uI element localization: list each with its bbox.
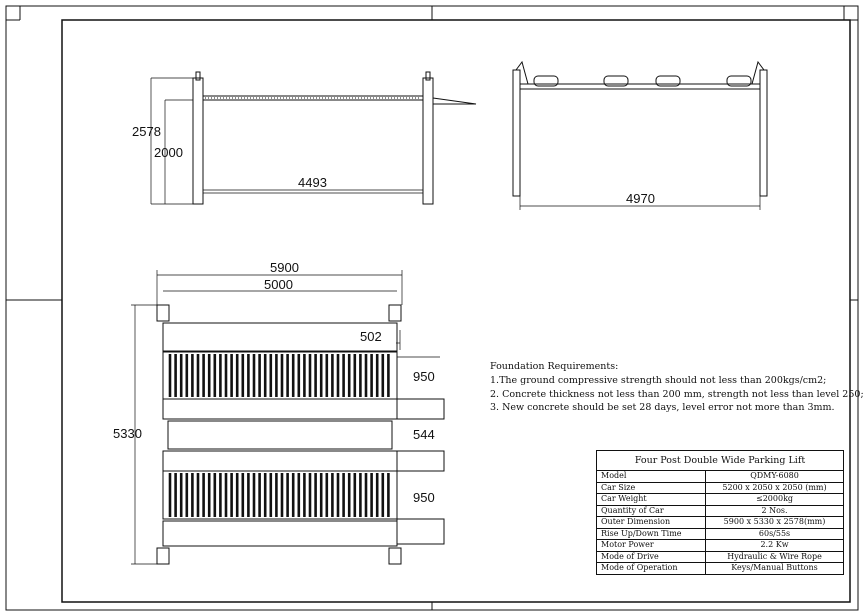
inner-frame [61, 19, 851, 603]
side-post-left [192, 77, 204, 205]
spec-value: 5200 x 2050 x 2050 (mm) [705, 481, 844, 494]
dim-plan-total-width: 5330 [113, 426, 142, 441]
dim-plan-runway-upper: 950 [413, 369, 435, 384]
side-ramp [432, 97, 477, 105]
table-row: Car Weight≤2000kg [595, 493, 844, 506]
spec-label: Rise Up/Down Time [595, 527, 707, 540]
plan-drip-tray [167, 420, 393, 450]
plan-post-tr [388, 304, 402, 322]
dim-front-width: 4970 [626, 191, 655, 206]
dim-plan-post-offset: 502 [360, 329, 382, 344]
spec-value: 2.2 Kw [705, 539, 844, 552]
frame-ticks [6, 6, 858, 610]
spec-label: Model [595, 470, 707, 483]
spec-value: Hydraulic & Wire Rope [705, 550, 844, 563]
side-post-right [422, 77, 434, 205]
spec-label: Mode of Drive [595, 550, 707, 563]
spec-label: Mode of Operation [595, 562, 707, 575]
foundation-item: 3. New concrete should be set 28 days, l… [490, 402, 835, 413]
plan-beam-bottom [162, 520, 398, 547]
spec-label: Car Size [595, 481, 707, 494]
front-wheel-3 [655, 75, 681, 87]
plan-post-tl [156, 304, 170, 322]
front-post-right [759, 69, 768, 197]
spec-value: Keys/Manual Buttons [705, 562, 844, 575]
foundation-item: 2. Concrete thickness not less than 200 … [490, 389, 864, 400]
front-view [512, 60, 768, 210]
dim-side-span: 4493 [298, 175, 327, 190]
spec-label: Motor Power [595, 539, 707, 552]
dim-side-lift-height: 2000 [154, 145, 183, 160]
dim-plan-inner-length: 5000 [264, 277, 293, 292]
spec-value: 5900 x 5330 x 2578(mm) [705, 516, 844, 529]
spec-value: 2 Nos. [705, 504, 844, 517]
front-wheel-4 [726, 75, 752, 87]
dim-plan-total-length: 5900 [270, 260, 299, 275]
front-post-left [512, 69, 521, 197]
spec-label: Outer Dimension [595, 516, 707, 529]
spec-label: Quantity of Car [595, 504, 707, 517]
foundation-title: Foundation Requirements: [490, 361, 619, 372]
foundation-item: 1.The ground compressive strength should… [490, 375, 827, 386]
front-wheel-1 [533, 75, 559, 87]
plan-view [131, 270, 445, 565]
front-wheel-2 [603, 75, 629, 87]
spec-table: Four Post Double Wide Parking Lift Model… [595, 450, 844, 575]
spec-label: Car Weight [595, 493, 707, 506]
spec-value: 60s/55s [705, 527, 844, 540]
plan-runway-grating [168, 354, 390, 517]
spec-value: QDMY-6080 [705, 470, 844, 483]
plan-post-br [388, 547, 402, 565]
plan-beam-top [162, 322, 398, 352]
plan-post-bl [156, 547, 170, 565]
side-view [150, 71, 477, 205]
dim-plan-gap: 544 [413, 427, 435, 442]
dim-side-total-height: 2578 [132, 124, 161, 139]
spec-table-title: Four Post Double Wide Parking Lift [596, 450, 844, 471]
spec-value: ≤2000kg [705, 493, 844, 506]
plan-runway-lower [162, 470, 398, 520]
dim-plan-runway-lower: 950 [413, 490, 435, 505]
